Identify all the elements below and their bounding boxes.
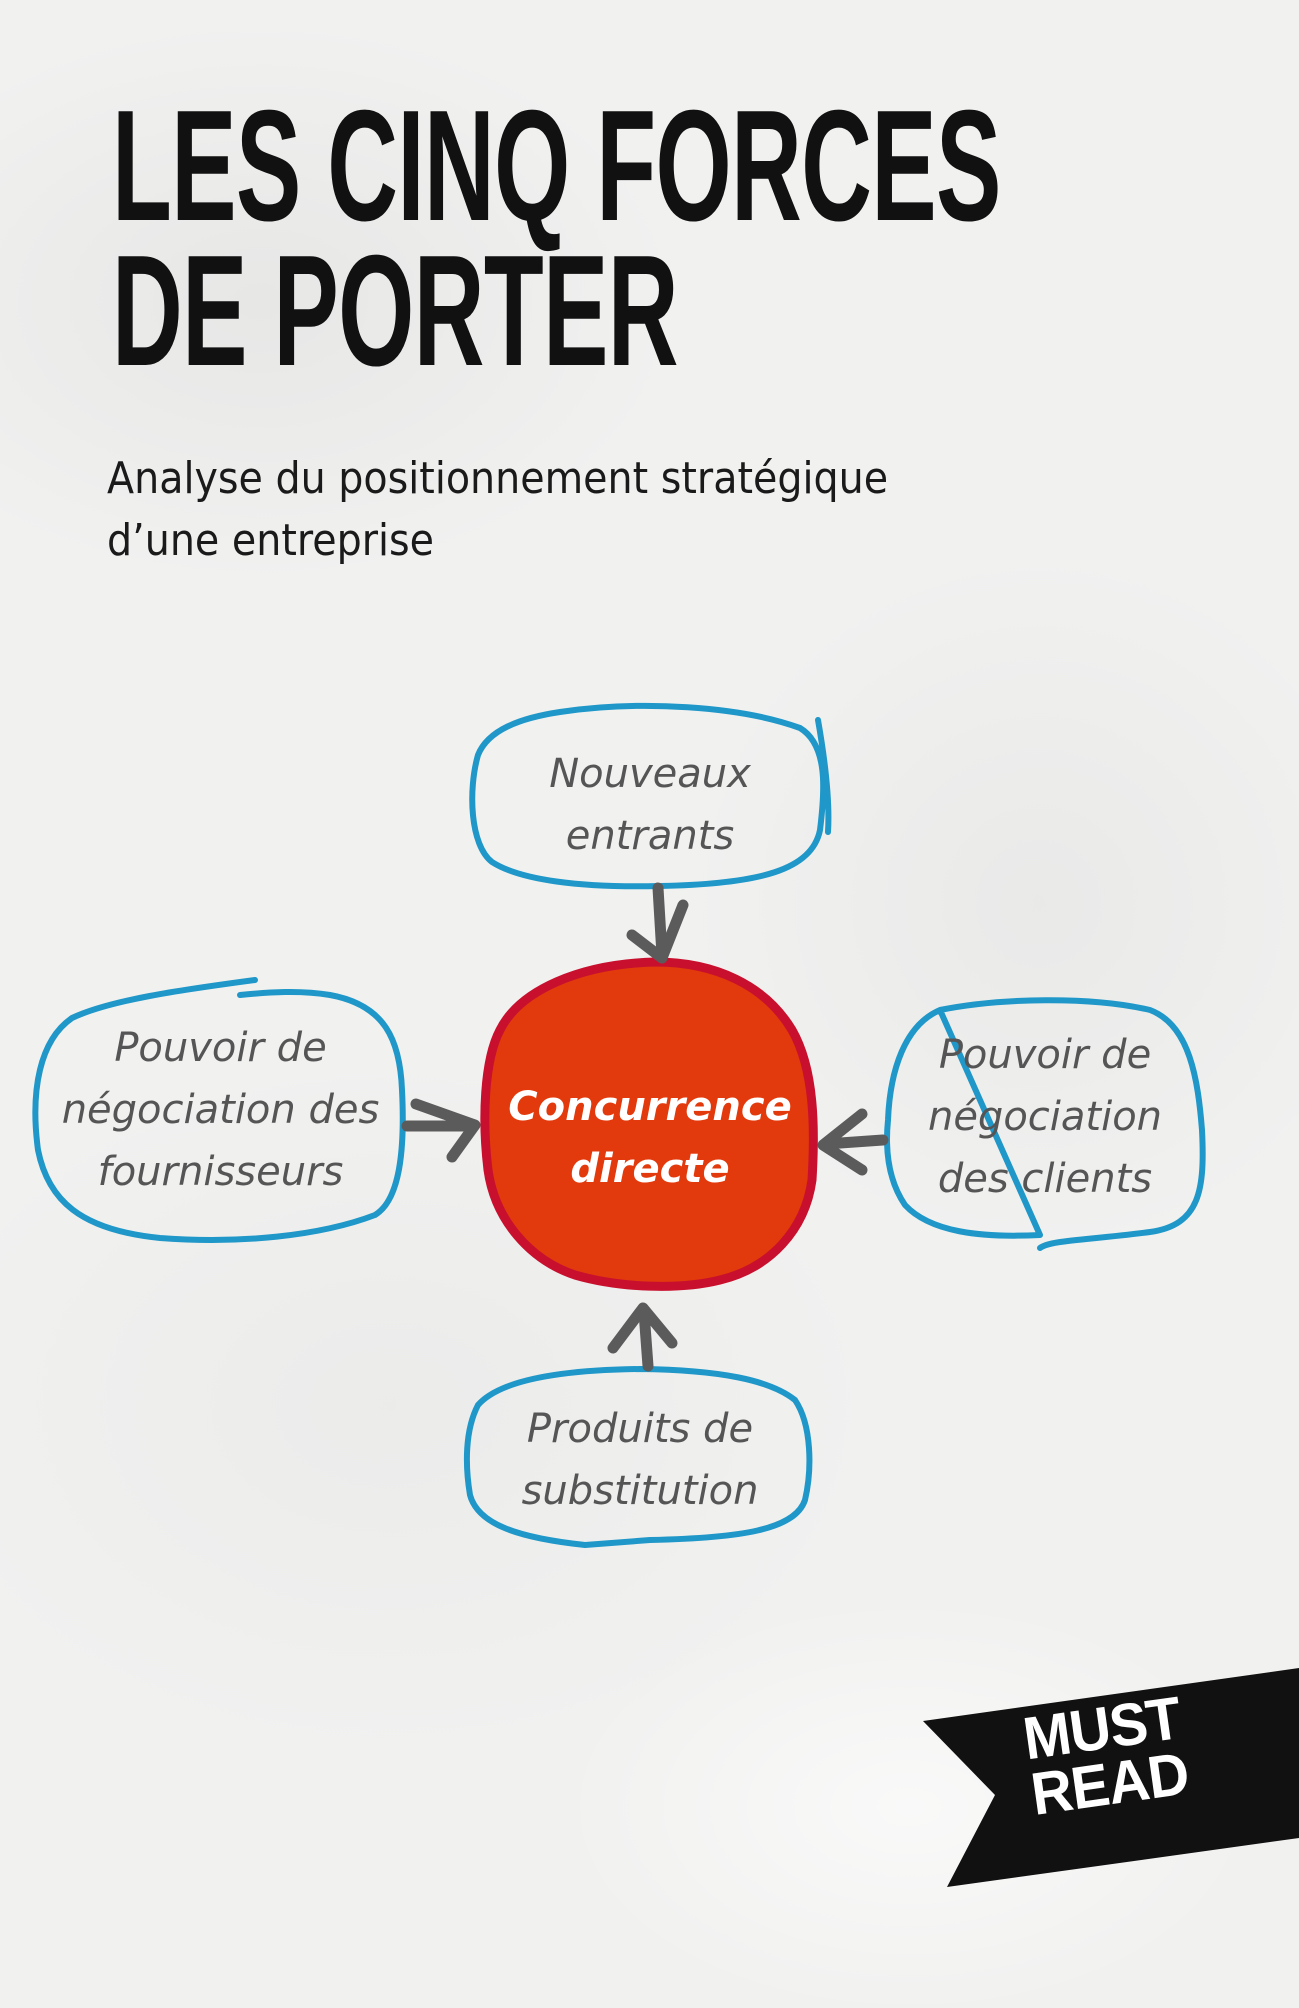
arrow-right [817,1108,889,1176]
arrow-left [401,1098,481,1163]
subtitle-line-2: d’une entreprise [107,515,435,566]
book-subtitle: Analyse du positionnement stratégique d’… [107,448,888,572]
title-line-1: LES CINQ FORCES [112,78,1001,254]
arrow-bottom [607,1302,678,1372]
force-buyer-power: Pouvoir de négociation des clients [927,1032,1163,1202]
center-circle [480,957,818,1291]
arrow-top [626,882,689,964]
bubble-bottom-outline [463,1366,813,1548]
title-line-2: DE PORTER [112,223,679,399]
bubble-left-outline [32,977,406,1243]
must-read-badge: MUST READ [1019,1684,1193,1828]
bubble-right-outline [883,997,1206,1251]
force-supplier-power: Pouvoir de négociation des fournisseurs [61,1025,380,1195]
center-direct-competition: Concurrence directe [508,1084,792,1192]
bubble-top-outline [469,702,832,890]
book-title: LES CINQ FORCES DE PORTER [112,78,1001,399]
force-new-entrants: Nouveaux entrants [549,751,751,859]
subtitle-line-1: Analyse du positionnement stratégique [107,453,889,504]
must-read-ribbon [923,1668,1299,1887]
force-substitutes: Produits de substitution [521,1406,759,1514]
